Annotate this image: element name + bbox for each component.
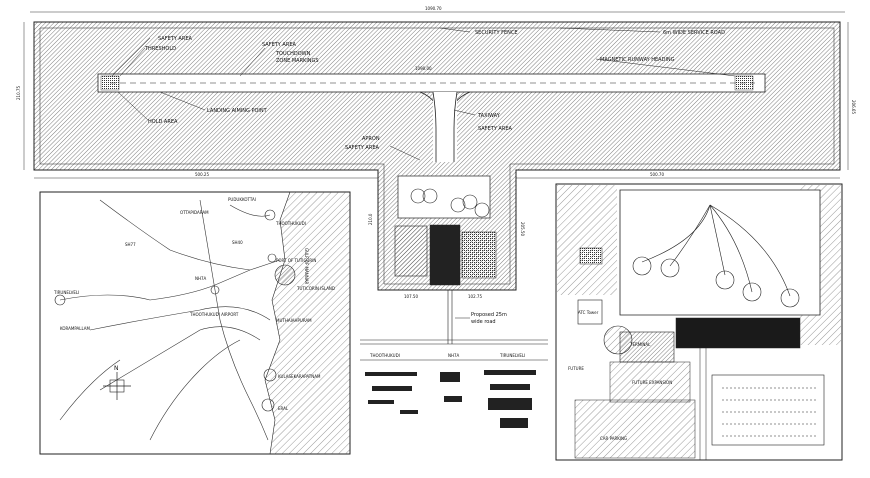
place-label: KULASEKARAPATNAM xyxy=(278,374,321,379)
place-label: THOOTHUKUDI xyxy=(275,221,306,226)
future-label: FUTURE xyxy=(568,366,584,371)
enlarged-aircraft-stands xyxy=(632,204,800,308)
place-label: TIRUNELVELI xyxy=(53,290,79,295)
terminal-core xyxy=(429,224,461,286)
security-fence-label: SECURITY FENCE xyxy=(475,30,518,36)
left-dimension: 210.75 xyxy=(16,86,21,100)
aircraft-stands xyxy=(410,188,490,218)
place-label: TUTICORIN ISLAND xyxy=(296,286,335,291)
elevation-drawings xyxy=(365,370,536,428)
atc-tower-label: ATC Tower xyxy=(578,310,599,315)
runway-length-dimension: 1090.00 xyxy=(415,66,432,71)
place-label: NH7A xyxy=(195,276,207,281)
place-label: MUTHAIAHPURAM xyxy=(276,318,312,323)
road-section-strip: THOOTHUKUDI NH7A TIRUNELVELI xyxy=(360,339,548,428)
sea-label: GULF OF MANNAR xyxy=(304,248,309,284)
road-network xyxy=(59,199,281,441)
safety-area-mid-label: SAFETY AREA xyxy=(262,42,296,48)
service-road-label: 6m WIDE SERVICE ROAD xyxy=(663,30,725,36)
terminal-dim-top: 210.0 xyxy=(368,213,373,225)
hold-area-label: HOLD AREA xyxy=(148,119,178,125)
elevation-label: TIRUNELVELI xyxy=(499,353,525,358)
terminal-dim-right: 205.50 xyxy=(520,222,525,236)
terminal-label: TERMINAL xyxy=(629,342,651,347)
enlarged-car-parking xyxy=(711,374,825,446)
place-label: PORT OF TUTICORIN xyxy=(276,258,316,263)
overall-dimension: 1090.70 xyxy=(425,6,442,11)
bottom-right-dimension: 500.70 xyxy=(650,172,664,177)
place-label: SH77 xyxy=(125,242,136,247)
threshold-markings-west xyxy=(100,75,120,91)
safety-area-right-label: SAFETY AREA xyxy=(478,126,512,132)
north-label: N xyxy=(114,365,119,372)
place-label: PUDUKKOTTAI xyxy=(228,197,256,202)
elevation-label: THOOTHUKUDI xyxy=(369,353,400,358)
threshold-label: THRESHOLD xyxy=(144,46,176,52)
place-label: ERAL xyxy=(278,406,289,411)
terminal-dim-bottom-a: 107.50 xyxy=(404,294,418,299)
terminal-area-plan: 210.0 205.50 107.50 102.75 Proposed 25m … xyxy=(368,175,525,344)
zone-markings-label: ZONE MARKINGS xyxy=(276,58,319,64)
car-parking xyxy=(461,231,497,279)
location-map: OTTAPIDARAM PUDUKKOTTAI THOOTHUKUDI SH77… xyxy=(39,191,351,455)
runway-heading-label: MAGNETIC RUNWAY HEADING xyxy=(600,57,675,63)
proposed-road-label-2: wide road xyxy=(471,319,496,325)
car-parking-label: CAR PARKING xyxy=(600,436,627,441)
place-label: THOOTHUKUDI AIRPORT xyxy=(189,312,239,317)
taxiway-label: TAXIWAY xyxy=(477,113,501,119)
runway-plan: 1090.70 SAFETY AREA THRESHOLD SAFETY ARE… xyxy=(16,6,856,291)
elevation-label: NH7A xyxy=(448,353,460,358)
north-arrow-icon: N xyxy=(103,365,131,400)
safety-area-left-label: SAFETY AREA xyxy=(158,36,192,42)
apron-label: APRON xyxy=(362,136,380,142)
proposed-road-label-1: Proposed 25m xyxy=(471,312,507,318)
threshold-markings-east xyxy=(734,75,754,91)
place-label: OTTAPIDARAM xyxy=(180,210,209,215)
terminal-dim-bottom-b: 102.75 xyxy=(468,294,482,299)
bottom-left-dimension: 500.25 xyxy=(195,172,209,177)
enlarged-terminal-plan: ATC Tower TERMINAL FUTURE EXPANSION FUTU… xyxy=(555,183,843,461)
right-dimension: 206.65 xyxy=(851,100,856,114)
safety-area-apron-label: SAFETY AREA xyxy=(345,145,379,151)
terminal-building xyxy=(394,225,428,277)
sea-area xyxy=(264,191,351,455)
place-label: SH40 xyxy=(232,240,243,245)
place-label: KORAMPALLAM xyxy=(60,326,91,331)
touchdown-label: TOUCHDOWN xyxy=(275,51,311,57)
future-expansion-label: FUTURE EXPANSION xyxy=(632,380,672,385)
terminal-block xyxy=(675,317,801,349)
landing-aiming-point-label: LANDING AIMING POINT xyxy=(207,108,268,114)
